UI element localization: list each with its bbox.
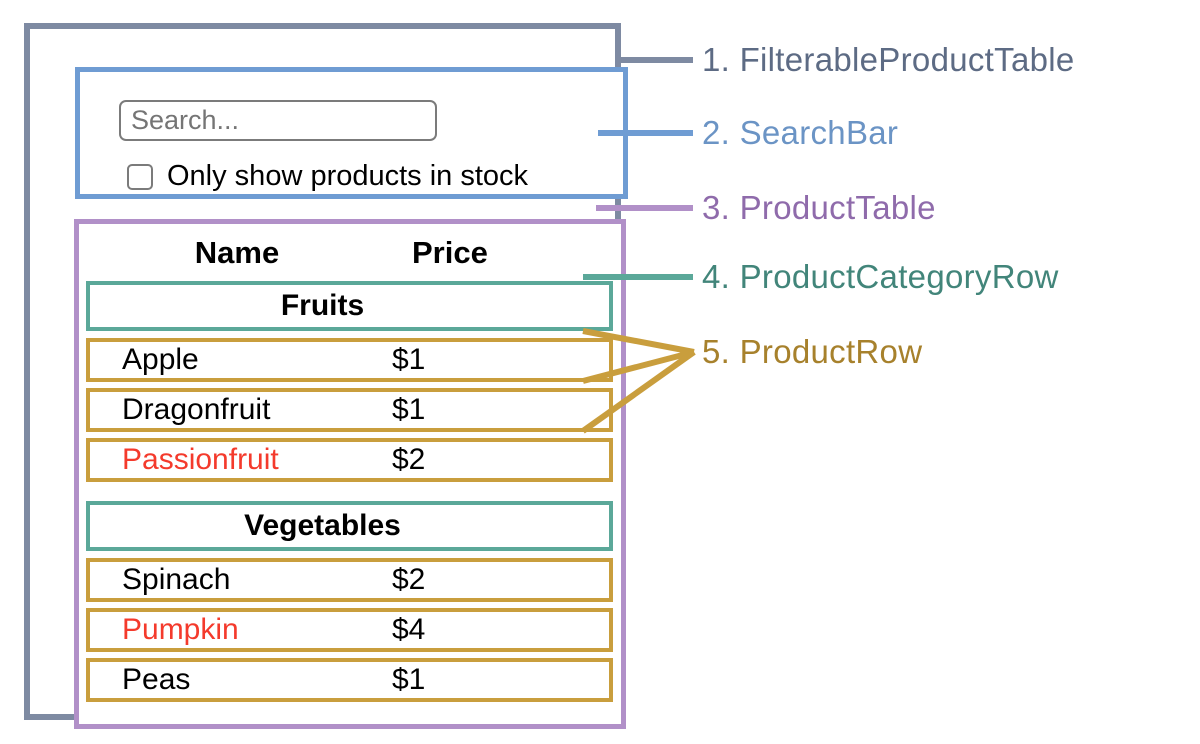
- label-product-row: 5. ProductRow: [702, 333, 923, 370]
- product-table-header: Name Price: [86, 234, 613, 272]
- stock-filter-row: Only show products in stock: [127, 160, 528, 193]
- product-category-row: Fruits: [86, 281, 613, 331]
- column-header-price: Price: [412, 235, 488, 270]
- product-name: Peas: [122, 663, 191, 696]
- product-price: $4: [392, 613, 426, 646]
- product-name: Spinach: [122, 563, 231, 596]
- search-input[interactable]: [119, 100, 437, 141]
- in-stock-checkbox-label: Only show products in stock: [167, 160, 529, 192]
- product-category-row: Vegetables: [86, 501, 613, 551]
- product-name: Passionfruit: [122, 443, 279, 476]
- product-row: Pumpkin $4: [86, 608, 613, 652]
- label-product-category-row: 4. ProductCategoryRow: [702, 258, 1059, 295]
- product-price: $2: [392, 563, 426, 596]
- product-name: Dragonfruit: [122, 393, 271, 426]
- product-price: $2: [392, 443, 426, 476]
- label-search-bar: 2. SearchBar: [702, 114, 899, 151]
- label-product-table: 3. ProductTable: [702, 189, 936, 226]
- product-name: Pumpkin: [122, 613, 239, 646]
- label-filterable-product-table: 1. FilterableProductTable: [702, 41, 1075, 78]
- in-stock-checkbox[interactable]: [127, 163, 153, 190]
- product-row: Spinach $2: [86, 558, 613, 602]
- product-price: $1: [392, 393, 426, 426]
- product-price: $1: [392, 343, 426, 376]
- product-row: Peas $1: [86, 658, 613, 702]
- search-bar-box: Only show products in stock: [75, 67, 628, 199]
- product-row: Apple $1: [86, 338, 613, 382]
- filterable-product-table-box: Only show products in stock Name Price F…: [24, 23, 628, 729]
- product-row: Dragonfruit $1: [86, 388, 613, 432]
- column-header-name: Name: [194, 235, 280, 270]
- product-row: Passionfruit $2: [86, 438, 613, 482]
- product-name: Apple: [122, 343, 199, 376]
- product-price: $1: [392, 663, 426, 696]
